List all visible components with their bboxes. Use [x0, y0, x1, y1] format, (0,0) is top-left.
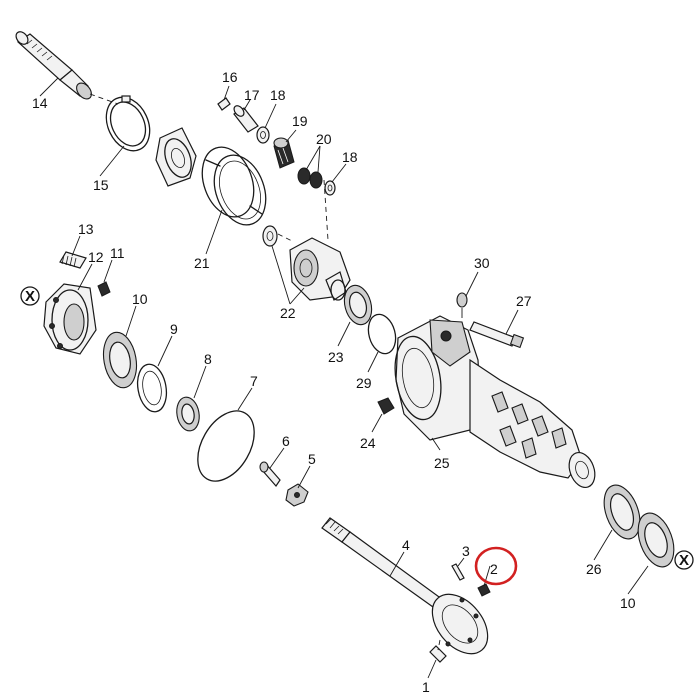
part-2-plug [477, 583, 491, 597]
part-labels: 14 15 16 17 18 19 20 18 21 22 23 29 24 2… [32, 69, 636, 695]
label-15: 15 [93, 177, 109, 193]
label-12: 12 [88, 249, 104, 265]
part-17-pin [233, 105, 259, 133]
part-10-bearing-b [637, 512, 675, 568]
part-9-lock-washer [136, 363, 168, 413]
part-13-bolt [59, 251, 87, 269]
label-7: 7 [250, 373, 258, 389]
part-16-pin [217, 97, 231, 111]
part-23-bearing [343, 284, 373, 326]
label-11: 11 [110, 245, 125, 261]
label-23: 23 [328, 349, 344, 365]
label-30: 30 [474, 255, 490, 271]
label-10-right: 10 [620, 595, 636, 611]
label-14: 14 [32, 95, 48, 111]
label-9: 9 [170, 321, 178, 337]
label-21: 21 [194, 255, 210, 271]
marker-right-text: X [679, 552, 689, 569]
label-18-right: 18 [342, 149, 358, 165]
label-10-left: 10 [132, 291, 148, 307]
label-3: 3 [462, 543, 470, 559]
part-18-washer-a [256, 126, 270, 144]
part-6-bolt [259, 461, 281, 487]
reference-marker-left: X [20, 286, 40, 306]
part-24-plug [377, 397, 395, 415]
label-19: 19 [292, 113, 308, 129]
part-5-nut [285, 483, 309, 507]
label-22: 22 [280, 305, 296, 321]
part-29-o-ring [367, 313, 397, 355]
label-18-top: 18 [270, 87, 286, 103]
label-17: 17 [244, 87, 260, 103]
label-1: 1 [422, 679, 430, 695]
part-11-nut [97, 281, 111, 297]
part-3-pin [451, 563, 465, 581]
label-24: 24 [360, 435, 376, 451]
highlight-circle [474, 546, 518, 586]
part-7-o-ring [197, 410, 255, 482]
label-26: 26 [586, 561, 602, 577]
part-22-differential [262, 225, 351, 301]
label-25: 25 [434, 455, 450, 471]
part-14-input-shaft [15, 31, 119, 105]
part-25-axle-housing [394, 315, 596, 489]
label-16: 16 [222, 69, 238, 85]
part-12-hub [43, 283, 97, 355]
part-18-washer-b [324, 180, 336, 196]
part-30-breather [456, 292, 468, 318]
label-13: 13 [78, 221, 94, 237]
label-6: 6 [282, 433, 290, 449]
label-2: 2 [490, 561, 498, 577]
part-21-ring-gear [201, 146, 267, 226]
planet-carrier [155, 127, 197, 187]
part-27-bolt [469, 321, 525, 349]
part-8-nut [176, 396, 200, 432]
part-20-bearing-pair [297, 167, 323, 189]
reference-marker-right: X [674, 550, 694, 570]
marker-left-text: X [25, 288, 35, 305]
part-4-axle-shaft [321, 517, 489, 655]
label-29: 29 [356, 375, 372, 391]
label-27: 27 [516, 293, 532, 309]
label-8: 8 [204, 351, 212, 367]
part-15-circlip [105, 95, 151, 152]
label-5: 5 [308, 451, 316, 467]
label-4: 4 [402, 537, 410, 553]
part-1-bolt [429, 639, 447, 663]
label-20: 20 [316, 131, 332, 147]
part-26-seal [603, 484, 641, 540]
part-19-needle-bearing [273, 137, 295, 169]
leader-lines [39, 77, 649, 679]
part-10-bearing-a [102, 331, 138, 389]
